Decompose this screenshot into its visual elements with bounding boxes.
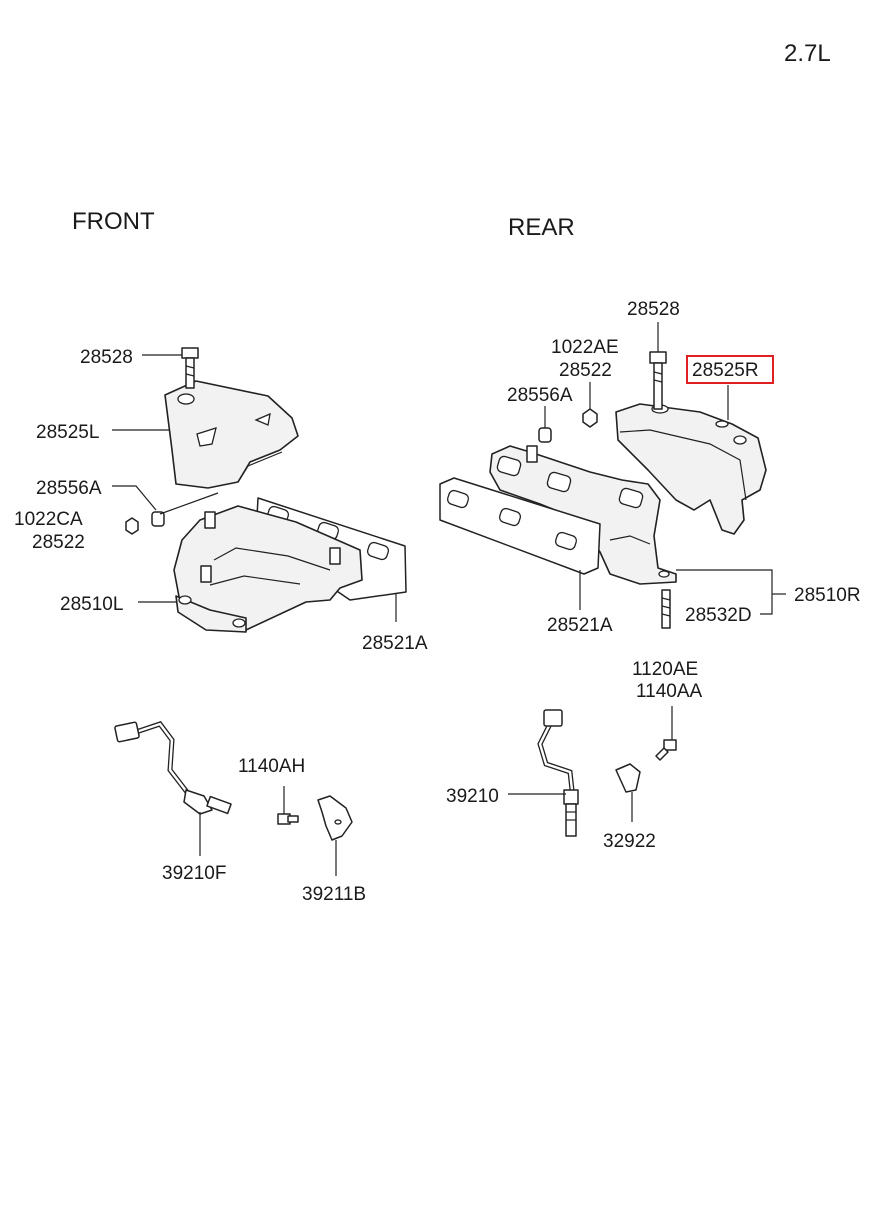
label-rear-28522[interactable]: 28522 xyxy=(559,360,612,381)
bolt-1140AH[interactable] xyxy=(277,813,299,825)
sensor-bracket-32922[interactable] xyxy=(615,763,641,793)
label-bracket-39211B[interactable]: 39211B xyxy=(302,884,366,905)
label-front-28521A[interactable]: 28521A xyxy=(362,633,428,654)
label-bolt-1140AH[interactable]: 1140AH xyxy=(238,756,305,777)
label-rear-28521A[interactable]: 28521A xyxy=(547,615,613,636)
label-front-28522[interactable]: 28522 xyxy=(32,532,85,553)
label-rear-28510R[interactable]: 28510R xyxy=(794,585,861,606)
front-oxygen-sensor[interactable] xyxy=(114,721,232,815)
label-sensor-39210[interactable]: 39210 xyxy=(446,786,499,807)
label-rear-28556A[interactable]: 28556A xyxy=(507,385,573,406)
label-rear-1022AE[interactable]: 1022AE xyxy=(551,337,619,358)
label-bolt-1120AE[interactable]: 1120AE xyxy=(632,659,698,680)
front-heat-protector[interactable] xyxy=(164,380,299,489)
label-front-28528[interactable]: 28528 xyxy=(80,347,133,368)
rear-bolt-28528[interactable] xyxy=(649,351,667,410)
label-bracket-32922[interactable]: 32922 xyxy=(603,831,656,852)
rear-oxygen-sensor[interactable] xyxy=(537,709,579,837)
highlight-box-28525R xyxy=(686,355,774,384)
label-rear-28528[interactable]: 28528 xyxy=(627,299,680,320)
engine-displacement-label: 2.7L xyxy=(784,40,831,67)
sensor-bracket-39211B[interactable] xyxy=(317,795,353,841)
front-washer-28556A[interactable] xyxy=(151,511,165,527)
rear-nut-1022AE[interactable] xyxy=(582,408,598,428)
rear-exhaust-manifold[interactable] xyxy=(489,445,677,585)
front-section-title: FRONT xyxy=(72,208,155,235)
label-bolt-1140AA[interactable]: 1140AA xyxy=(636,681,703,702)
label-front-1022CA[interactable]: 1022CA xyxy=(14,509,83,530)
label-front-28556A[interactable]: 28556A xyxy=(36,478,102,499)
front-nut-1022CA[interactable] xyxy=(125,517,139,535)
rear-section-title: REAR xyxy=(508,214,575,241)
rear-stud-28532D[interactable] xyxy=(661,589,671,629)
label-front-28525L[interactable]: 28525L xyxy=(36,422,99,443)
bolt-1120AE-1140AA[interactable] xyxy=(655,739,677,761)
label-rear-28532D[interactable]: 28532D xyxy=(685,605,752,626)
label-rear-28525R[interactable]: 28525R xyxy=(692,360,759,381)
front-bolt-28528[interactable] xyxy=(181,347,199,389)
label-front-28510L[interactable]: 28510L xyxy=(60,594,123,615)
label-sensor-39210F[interactable]: 39210F xyxy=(162,863,226,884)
front-exhaust-manifold[interactable] xyxy=(173,505,363,633)
rear-washer-28556A[interactable] xyxy=(538,427,552,443)
rear-manifold-gasket[interactable] xyxy=(439,477,601,575)
